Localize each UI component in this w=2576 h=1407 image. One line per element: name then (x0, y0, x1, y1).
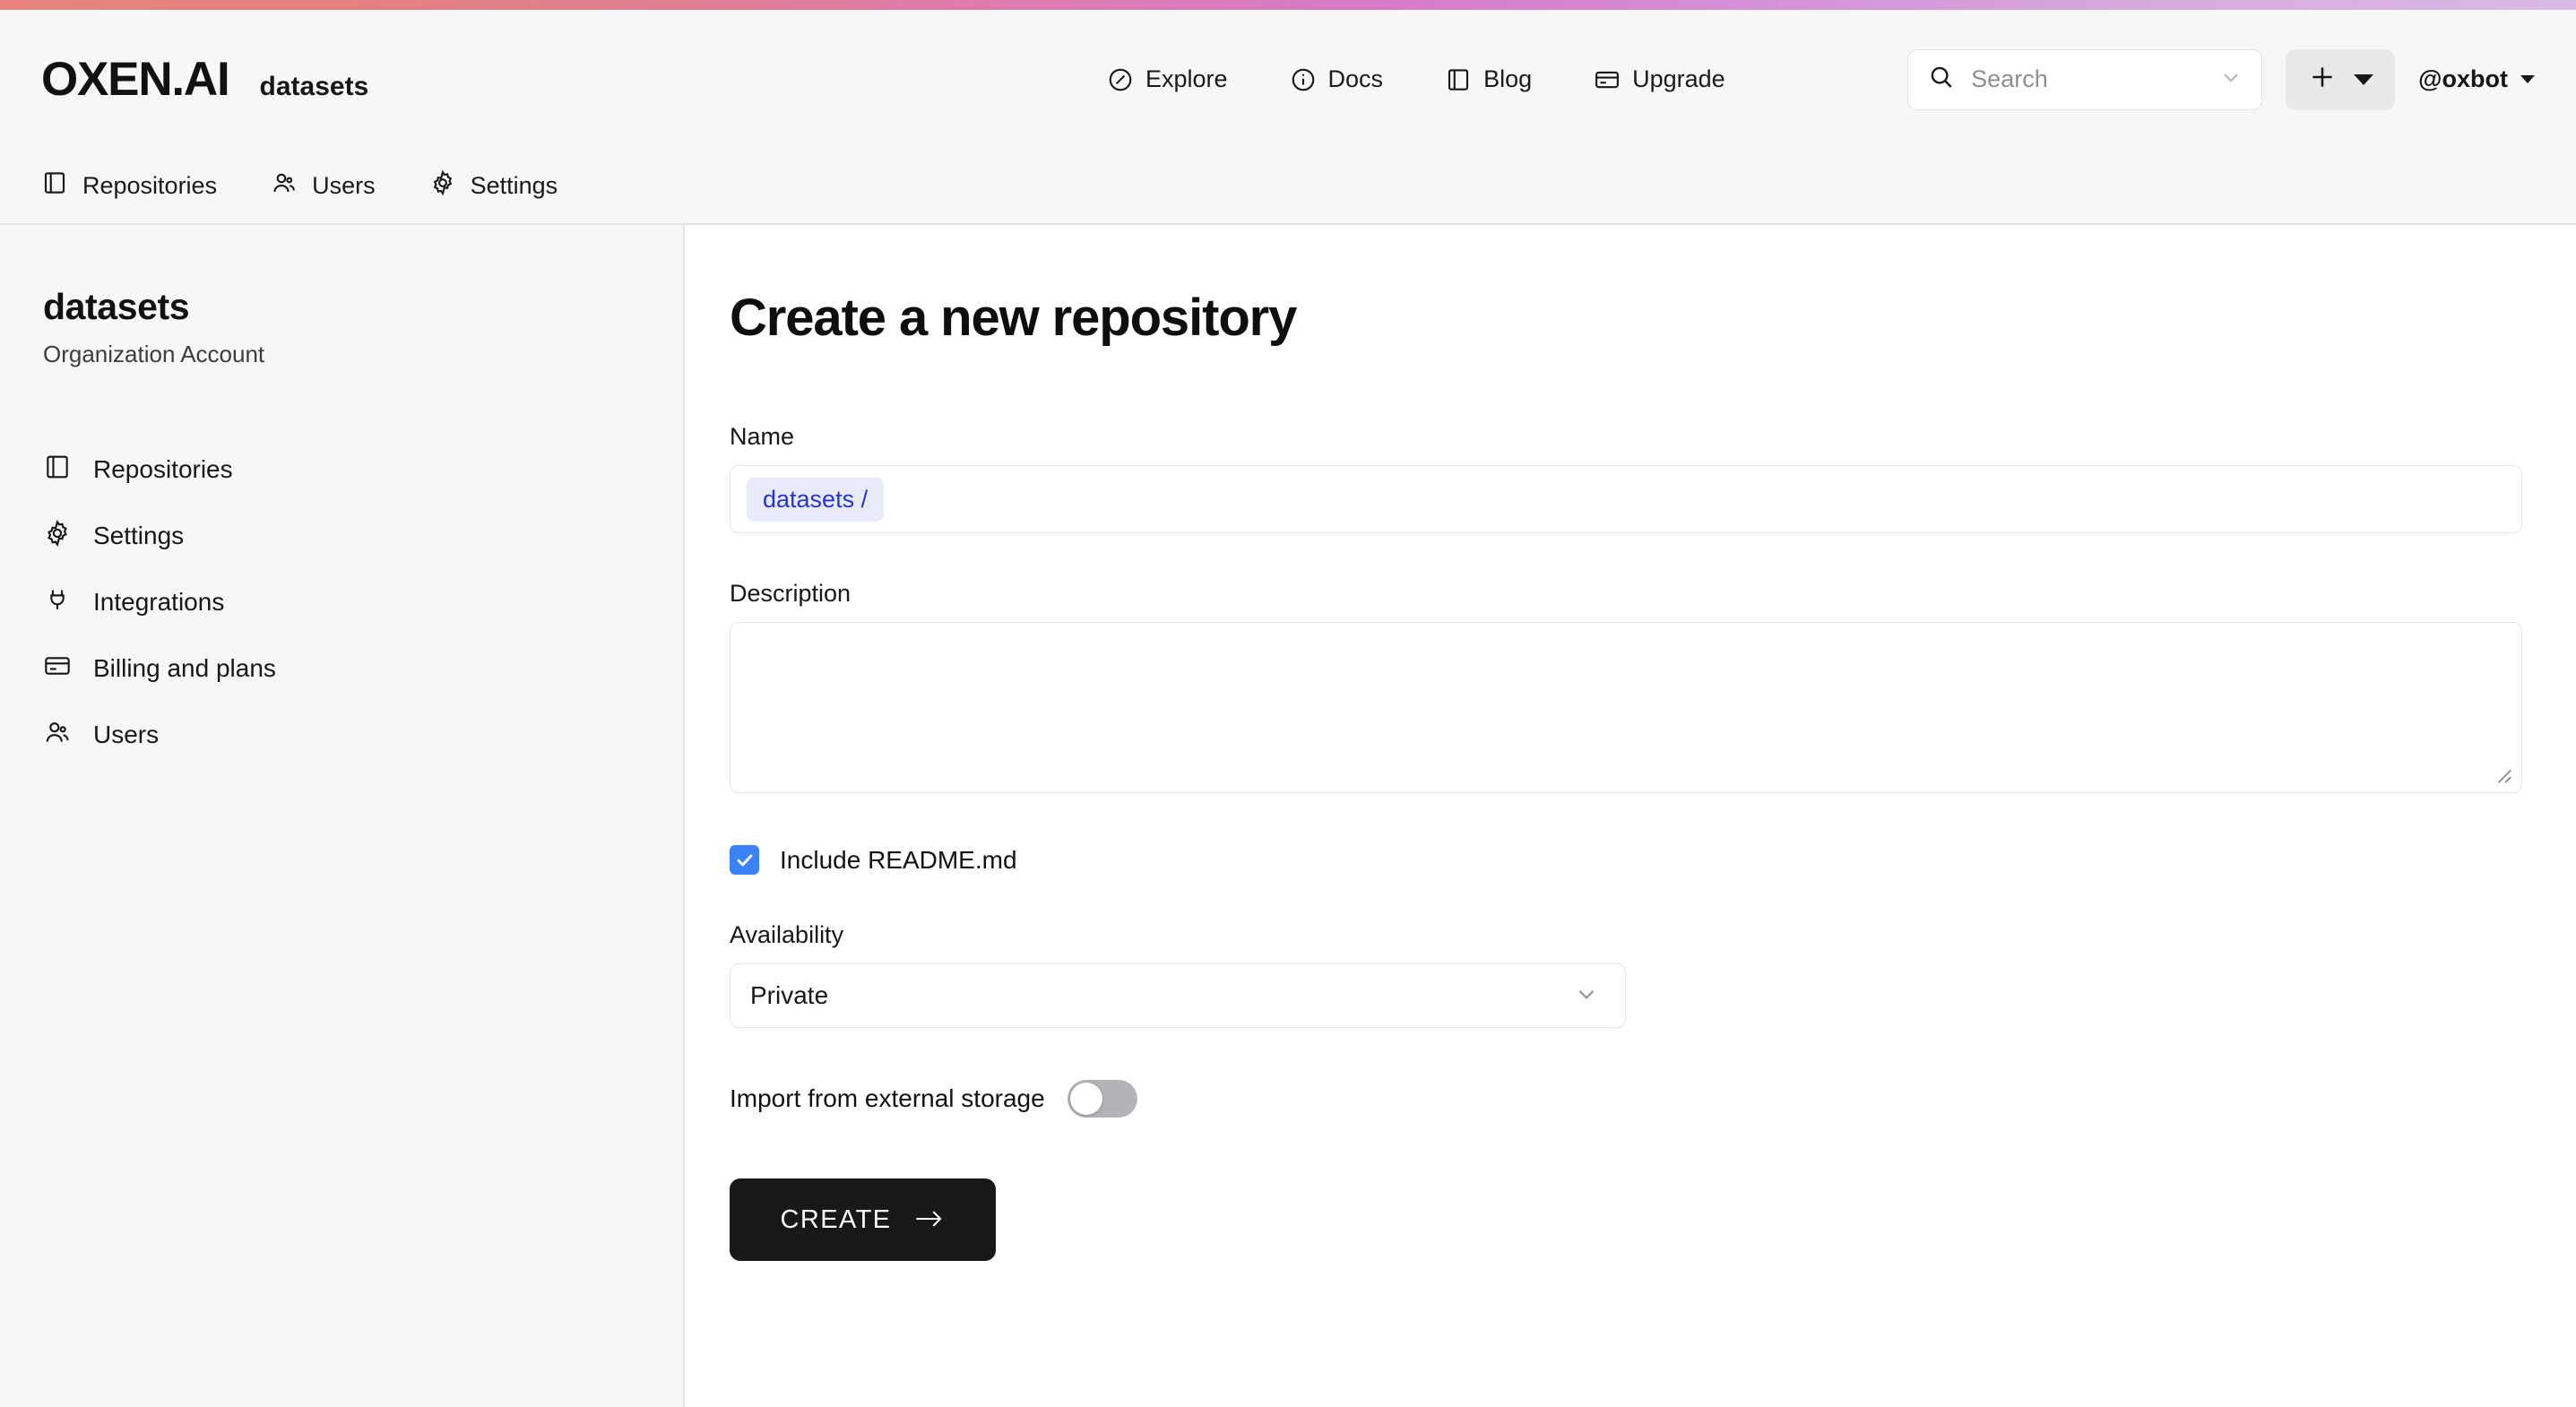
subnav-label-settings: Settings (470, 172, 558, 199)
page-title: Create a new repository (730, 289, 1297, 347)
subnav-label-users: Users (312, 172, 376, 199)
resize-handle-icon[interactable] (2494, 765, 2513, 785)
create-repo-button[interactable]: CREATE (730, 1178, 996, 1261)
oxen-logo[interactable]: OXEN.AI (41, 53, 230, 106)
credit-card-icon (1594, 66, 1621, 93)
users-icon (43, 718, 72, 753)
name-field-label: Name (730, 423, 795, 450)
subnav-label-repositories: Repositories (82, 172, 218, 199)
book-icon (43, 453, 72, 488)
plus-icon (2307, 62, 2338, 97)
subnav-item-settings[interactable]: Settings (429, 169, 558, 203)
availability-select[interactable]: Private (730, 963, 1626, 1028)
import-storage-toggle[interactable] (1067, 1080, 1137, 1118)
sidebar-nav: Repositories Settings (43, 436, 683, 768)
nav-label-upgrade: Upgrade (1632, 65, 1725, 92)
new-item-button[interactable] (2286, 48, 2396, 110)
import-storage-label: Import from external storage (730, 1084, 1045, 1112)
toggle-knob (1069, 1083, 1102, 1115)
brand-area: OXEN.AI datasets (41, 56, 368, 103)
book-icon (41, 169, 68, 203)
sidebar-label-billing: Billing and plans (93, 654, 276, 682)
caret-down-icon (2354, 73, 2374, 85)
header-actions: Search @oxbot (1907, 10, 2535, 149)
caret-down-icon (2520, 75, 2535, 83)
chevron-down-icon (1573, 980, 1600, 1012)
create-repo-form: Name datasets / Description (730, 423, 2522, 1261)
create-button-label: CREATE (780, 1204, 892, 1234)
nav-label-explore: Explore (1145, 65, 1228, 92)
include-readme-label[interactable]: Include README.md (780, 845, 1017, 874)
sidebar-org-subtitle: Organization Account (43, 341, 265, 367)
top-gradient-bar (0, 0, 2576, 10)
page-body: datasets Organization Account Repositori… (0, 225, 2576, 1407)
sidebar-label-settings: Settings (93, 522, 185, 549)
sidebar-item-billing[interactable]: Billing and plans (43, 635, 683, 702)
availability-selected-value: Private (750, 981, 829, 1009)
compass-icon (1107, 66, 1134, 93)
import-storage-row: Import from external storage (730, 1080, 2522, 1118)
availability-field-label: Availability (730, 921, 844, 948)
sidebar-label-repositories: Repositories (93, 455, 233, 483)
subnav-item-users[interactable]: Users (271, 169, 376, 203)
search-placeholder: Search (1971, 65, 2048, 92)
search-input[interactable]: Search (1907, 48, 2263, 110)
repo-description-textarea[interactable] (730, 622, 2522, 793)
sidebar-label-users: Users (93, 721, 160, 748)
nav-label-blog: Blog (1483, 65, 1533, 92)
info-circle-icon (1290, 66, 1317, 93)
sidebar: datasets Organization Account Repositori… (0, 225, 685, 1407)
primary-nav: Explore Docs Blog (1107, 10, 1725, 149)
sidebar-item-settings[interactable]: Settings (43, 503, 683, 569)
sidebar-org-title: datasets (43, 286, 190, 327)
description-field-label: Description (730, 580, 851, 607)
secondary-nav: Repositories Users Settings (0, 149, 2576, 225)
repo-name-input[interactable]: datasets / (730, 465, 2522, 533)
arrow-right-icon (914, 1206, 945, 1234)
plug-icon (43, 585, 72, 620)
nav-item-upgrade[interactable]: Upgrade (1594, 65, 1725, 93)
users-icon (271, 169, 298, 203)
sidebar-item-repositories[interactable]: Repositories (43, 436, 683, 503)
nav-item-explore[interactable]: Explore (1107, 65, 1228, 93)
search-icon (1928, 64, 1955, 95)
site-header: OXEN.AI datasets Explore Do (0, 10, 2576, 149)
user-menu[interactable]: @oxbot (2418, 65, 2535, 93)
header-org-name[interactable]: datasets (259, 72, 369, 101)
sidebar-item-users[interactable]: Users (43, 702, 683, 768)
sidebar-item-integrations[interactable]: Integrations (43, 569, 683, 635)
include-readme-checkbox[interactable] (730, 845, 759, 875)
gear-icon (43, 519, 72, 554)
gear-icon (429, 169, 456, 203)
readme-checkbox-row: Include README.md (730, 845, 2522, 875)
book-icon (1445, 66, 1472, 93)
subnav-item-repositories[interactable]: Repositories (41, 169, 217, 203)
chevron-down-icon[interactable] (2218, 65, 2243, 94)
credit-card-icon (43, 652, 72, 686)
namespace-prefix-chip: datasets / (747, 477, 885, 522)
nav-item-docs[interactable]: Docs (1290, 65, 1384, 93)
nav-item-blog[interactable]: Blog (1445, 65, 1532, 93)
nav-label-docs: Docs (1327, 65, 1384, 92)
main-content: Create a new repository Name datasets / … (685, 225, 2576, 1407)
sidebar-label-integrations: Integrations (93, 588, 225, 616)
user-name-label: @oxbot (2418, 65, 2508, 92)
